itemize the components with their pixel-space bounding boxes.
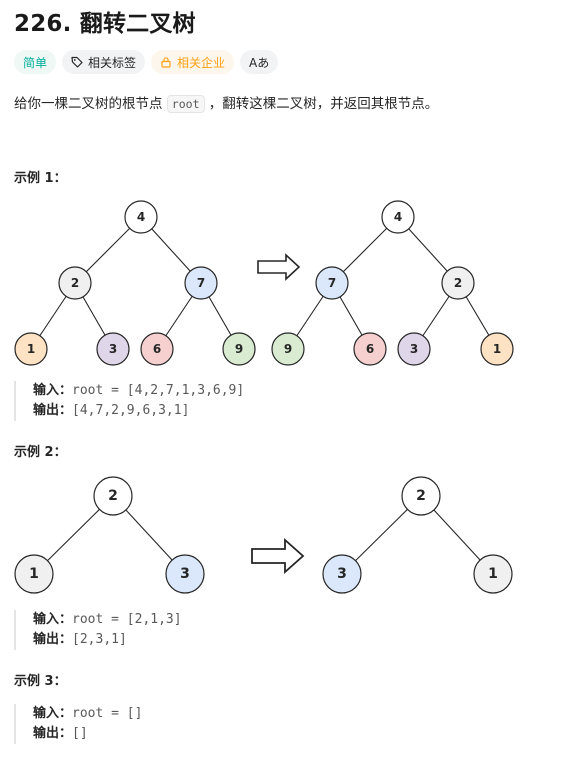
tree-node: 2 — [58, 266, 92, 300]
companies-tag-label: 相关企业 — [177, 55, 226, 70]
example-2-before-tree: 2 1 3 — [14, 476, 205, 594]
svg-text:1: 1 — [493, 342, 501, 356]
svg-text:6: 6 — [153, 342, 161, 356]
tree-node: 7 — [315, 266, 349, 300]
svg-text:2: 2 — [454, 276, 462, 290]
example-2-title: 示例 2： — [14, 445, 67, 460]
svg-text:7: 7 — [197, 276, 205, 290]
problem-description: 给你一棵二叉树的根节点 root ，翻转这棵二叉树，并返回其根节点。 — [14, 92, 439, 113]
svg-text:1: 1 — [29, 566, 39, 582]
svg-text:2: 2 — [71, 276, 79, 290]
tree-node: 3 — [165, 554, 205, 594]
svg-text:2: 2 — [108, 488, 118, 504]
tree-node: 3 — [96, 332, 130, 366]
translate-button[interactable]: Aあ — [240, 50, 279, 74]
output-value: [] — [72, 726, 88, 741]
example-1-after-tree: 4 7 2 9 6 3 1 — [271, 200, 514, 366]
tree-node: 4 — [124, 200, 158, 234]
svg-text:9: 9 — [284, 342, 292, 356]
output-value: [4,7,2,9,6,3,1] — [72, 403, 190, 418]
svg-text:1: 1 — [27, 342, 35, 356]
tree-node: 6 — [353, 332, 387, 366]
example-1-title: 示例 1： — [14, 171, 67, 186]
tree-node: 9 — [271, 332, 305, 366]
tree-node: 1 — [14, 554, 54, 594]
difficulty-badge[interactable]: 简单 — [14, 50, 57, 74]
svg-text:4: 4 — [137, 210, 145, 224]
description-text-post: ，翻转这棵二叉树，并返回其根节点。 — [204, 96, 439, 112]
svg-text:7: 7 — [328, 276, 336, 290]
tree-node: 2 — [93, 476, 133, 516]
tree-node: 2 — [441, 266, 475, 300]
input-value: root = [4,2,7,1,3,6,9] — [72, 383, 245, 398]
output-label: 输出： — [33, 403, 73, 418]
svg-text:3: 3 — [410, 342, 418, 356]
svg-text:9: 9 — [235, 342, 243, 356]
tree-node: 7 — [184, 266, 218, 300]
example-1-diagram: 4 2 7 1 3 6 9 4 7 2 9 6 3 1 — [14, 200, 514, 366]
tree-node: 3 — [322, 554, 362, 594]
topics-tag-label: 相关标签 — [88, 55, 137, 70]
example-2-diagram: 2 1 3 2 3 1 — [14, 476, 513, 594]
description-text-pre: 给你一棵二叉树的根节点 — [14, 96, 167, 112]
output-label: 输出： — [33, 726, 73, 741]
output-value: [2,3,1] — [72, 632, 127, 647]
input-value: root = [2,1,3] — [72, 612, 182, 627]
tree-node: 1 — [480, 332, 514, 366]
example-1-before-tree: 4 2 7 1 3 6 9 — [14, 200, 256, 366]
svg-text:6: 6 — [366, 342, 374, 356]
svg-text:1: 1 — [488, 566, 498, 582]
companies-tag-button[interactable]: 相关企业 — [151, 50, 235, 74]
input-label: 输入： — [33, 706, 73, 721]
svg-text:3: 3 — [109, 342, 117, 356]
input-value: root = [] — [72, 706, 143, 721]
description-code-root: root — [166, 95, 205, 113]
tree-node: 3 — [397, 332, 431, 366]
arrow-icon — [257, 253, 301, 281]
svg-text:4: 4 — [394, 210, 402, 224]
topics-tag-button[interactable]: 相关标签 — [62, 50, 146, 74]
tree-node: 1 — [14, 332, 48, 366]
tree-node: 2 — [401, 476, 441, 516]
tree-node: 6 — [140, 332, 174, 366]
svg-text:3: 3 — [180, 566, 190, 582]
svg-text:2: 2 — [416, 488, 426, 504]
svg-text:3: 3 — [337, 566, 347, 582]
tree-node: 1 — [473, 554, 513, 594]
tree-node: 4 — [381, 200, 415, 234]
example-2-after-tree: 2 3 1 — [322, 476, 513, 594]
input-label: 输入： — [33, 612, 73, 627]
lock-icon — [161, 57, 171, 68]
translate-icon: Aあ — [249, 55, 270, 70]
arrow-icon — [251, 537, 305, 575]
example-3-io: 输入：root = [] 输出：[] — [14, 704, 142, 744]
input-label: 输入： — [33, 383, 73, 398]
problem-title: 226. 翻转二叉树 — [14, 11, 196, 37]
example-1-io: 输入：root = [4,2,7,1,3,6,9] 输出：[4,7,2,9,6,… — [14, 381, 244, 421]
tag-icon — [71, 56, 83, 68]
tree-node: 9 — [222, 332, 256, 366]
example-3-title: 示例 3： — [14, 674, 67, 689]
example-2-io: 输入：root = [2,1,3] 输出：[2,3,1] — [14, 610, 182, 650]
output-label: 输出： — [33, 632, 73, 647]
tag-row: 简单 相关标签 相关企业 Aあ — [14, 50, 279, 74]
